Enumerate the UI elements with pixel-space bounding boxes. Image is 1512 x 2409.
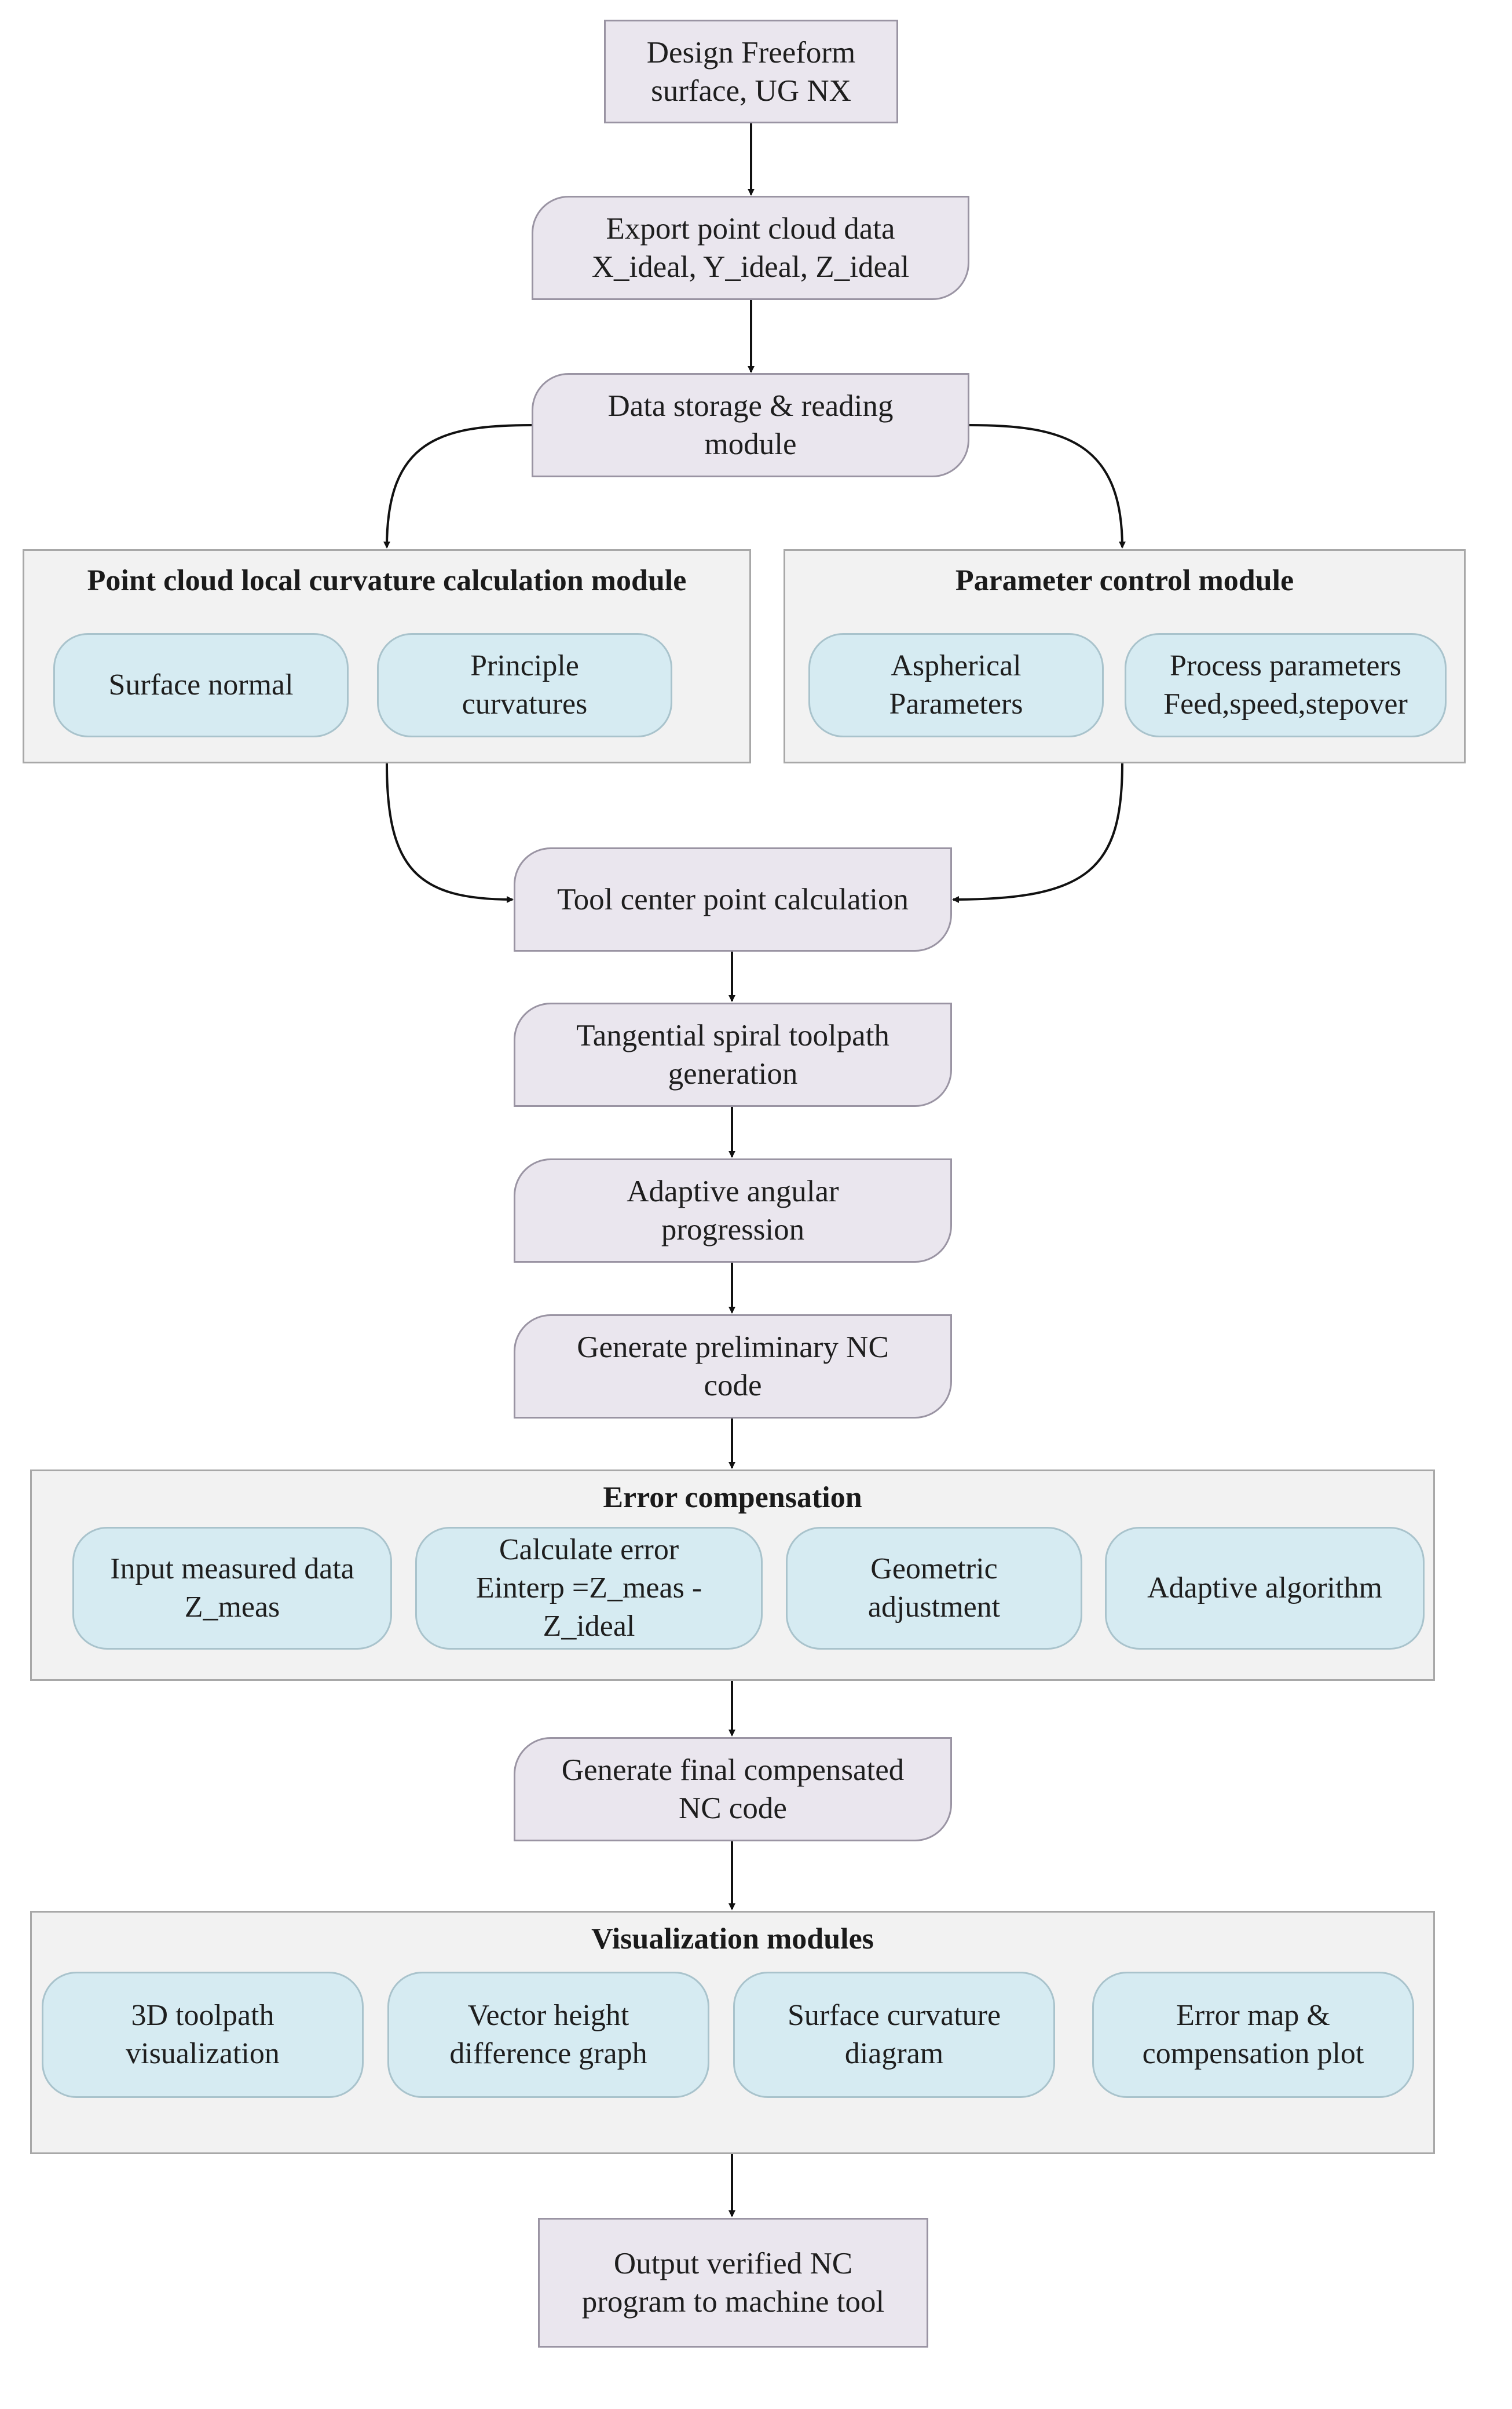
surface-normal-box: Surface normal [53,633,349,737]
error-compensation-module: Error compensation Input measured data Z… [30,1469,1435,1681]
step-final-compensated-nc: Generate final compensated NC code [514,1737,952,1841]
calculate-error-box: Calculate error Einterp =Z_meas - Z_idea… [415,1527,763,1650]
arrow-curvature-to-tcp [386,763,514,903]
surface-curvature-diagram-box: Surface curvature diagram [733,1972,1055,2098]
input-measured-data-box: Input measured data Z_meas [72,1527,392,1650]
principle-curvatures-box: Principle curvatures [377,633,672,737]
curvature-module: Point cloud local curvature calculation … [23,549,751,763]
step-design-freeform: Design Freeform surface, UG NX [604,20,898,123]
step-output-verified-nc: Output verified NC program to machine to… [538,2218,928,2348]
error-compensation-title: Error compensation [603,1481,862,1514]
curvature-module-title: Point cloud local curvature calculation … [87,564,687,597]
error-map-plot-box: Error map & compensation plot [1092,1972,1414,2098]
arrow-storage-to-curvature [383,424,532,549]
aspherical-parameters-box: Aspherical Parameters [808,633,1104,737]
process-parameters-box: Process parameters Feed,speed,stepover [1125,633,1447,737]
adaptive-algorithm-box: Adaptive algorithm [1105,1527,1425,1650]
visualization-modules-title: Visualization modules [591,1922,874,1955]
arrow-parameter-to-tcp [952,763,1123,903]
step-data-storage: Data storage & reading module [532,373,969,477]
toolpath-3d-box: 3D toolpath visualization [42,1972,364,2098]
step-adaptive-angular: Adaptive angular progression [514,1158,952,1263]
parameter-module-title: Parameter control module [955,564,1294,597]
parameter-control-module: Parameter control module Aspherical Para… [784,549,1466,763]
step-preliminary-nc: Generate preliminary NC code [514,1314,952,1419]
step-export-point-cloud: Export point cloud data X_ideal, Y_ideal… [532,196,969,300]
step-tangential-spiral: Tangential spiral toolpath generation [514,1003,952,1107]
geometric-adjustment-box: Geometric adjustment [786,1527,1082,1650]
vector-height-graph-box: Vector height difference graph [387,1972,709,2098]
step-tool-center-point: Tool center point calculation [514,847,952,952]
arrow-storage-to-parameter [969,424,1126,549]
visualization-modules: Visualization modules 3D toolpath visual… [30,1911,1435,2154]
